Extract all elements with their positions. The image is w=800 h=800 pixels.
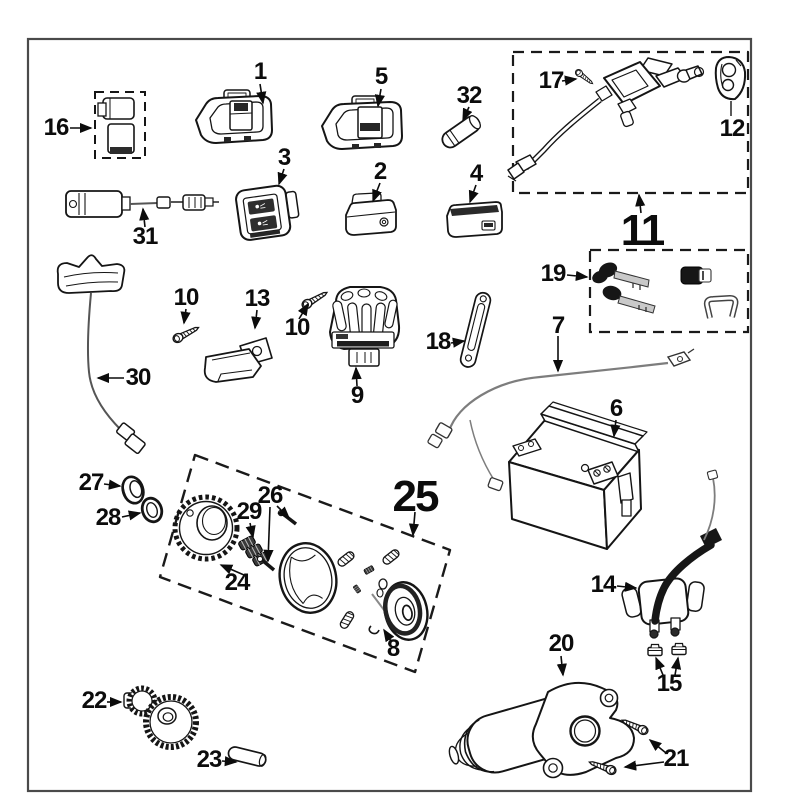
callout-3: 3 [277, 144, 291, 171]
callout-20: 20 [548, 630, 575, 657]
part-12-drawing [714, 55, 747, 116]
callout-8: 8 [386, 635, 400, 662]
leader-lines [70, 75, 682, 771]
part-18-strap [459, 291, 492, 368]
part-17-screw [573, 67, 596, 87]
part-20-starter [448, 681, 635, 779]
callout-24: 24 [224, 569, 251, 596]
part-2-drawing [345, 192, 397, 236]
callout-22: 22 [81, 687, 108, 714]
callout-11: 11 [620, 206, 665, 255]
callout-19: 19 [540, 260, 567, 287]
part-1-drawing [195, 89, 273, 144]
callout-16: 16 [43, 114, 70, 141]
callout-10-b: 10 [284, 314, 311, 341]
part-31-drawing [65, 190, 219, 218]
callout-13: 13 [244, 285, 271, 312]
callout-10-a: 10 [173, 284, 200, 311]
callout-9: 9 [350, 382, 364, 409]
part-27-collar [121, 475, 145, 505]
callout-30: 30 [125, 364, 152, 391]
callout-21: 21 [663, 745, 690, 772]
callout-2: 2 [373, 158, 387, 185]
part-5-drawing [321, 95, 403, 150]
callout-5: 5 [374, 63, 388, 90]
callout-1: 1 [253, 58, 267, 85]
part-28-seal [140, 496, 164, 524]
callout-17: 17 [538, 67, 565, 94]
callout-26: 26 [257, 482, 284, 509]
part-32-drawing [441, 115, 481, 149]
callout-12: 12 [719, 115, 746, 142]
callout-32: 32 [456, 82, 483, 109]
callout-25: 25 [392, 472, 440, 521]
group-19-keys [588, 248, 750, 334]
part-22-gear [123, 685, 199, 750]
callout-23: 23 [196, 746, 223, 773]
part-16-group [94, 91, 146, 159]
part-14-relay [621, 469, 722, 639]
part-30-drawing [56, 254, 146, 454]
part-13-drawing [203, 337, 273, 383]
part-23-pin [227, 746, 267, 767]
callout-6: 6 [609, 395, 623, 422]
part-9-regulator [329, 286, 401, 367]
callout-29: 29 [236, 498, 263, 525]
callout-4: 4 [469, 160, 483, 187]
callout-28: 28 [95, 504, 122, 531]
callout-18: 18 [425, 328, 452, 355]
part-6-battery [508, 401, 648, 550]
part-7-wire [427, 348, 695, 492]
part-4-drawing [446, 201, 503, 238]
callout-14: 14 [590, 571, 617, 598]
callout-27: 27 [78, 469, 105, 496]
part-3-drawing [235, 184, 300, 241]
frame [26, 37, 753, 793]
group-11-ignition [507, 50, 750, 195]
callout-31: 31 [132, 223, 159, 250]
callout-7: 7 [551, 312, 565, 339]
part-15-nuts [647, 642, 687, 657]
callout-15: 15 [656, 670, 683, 697]
